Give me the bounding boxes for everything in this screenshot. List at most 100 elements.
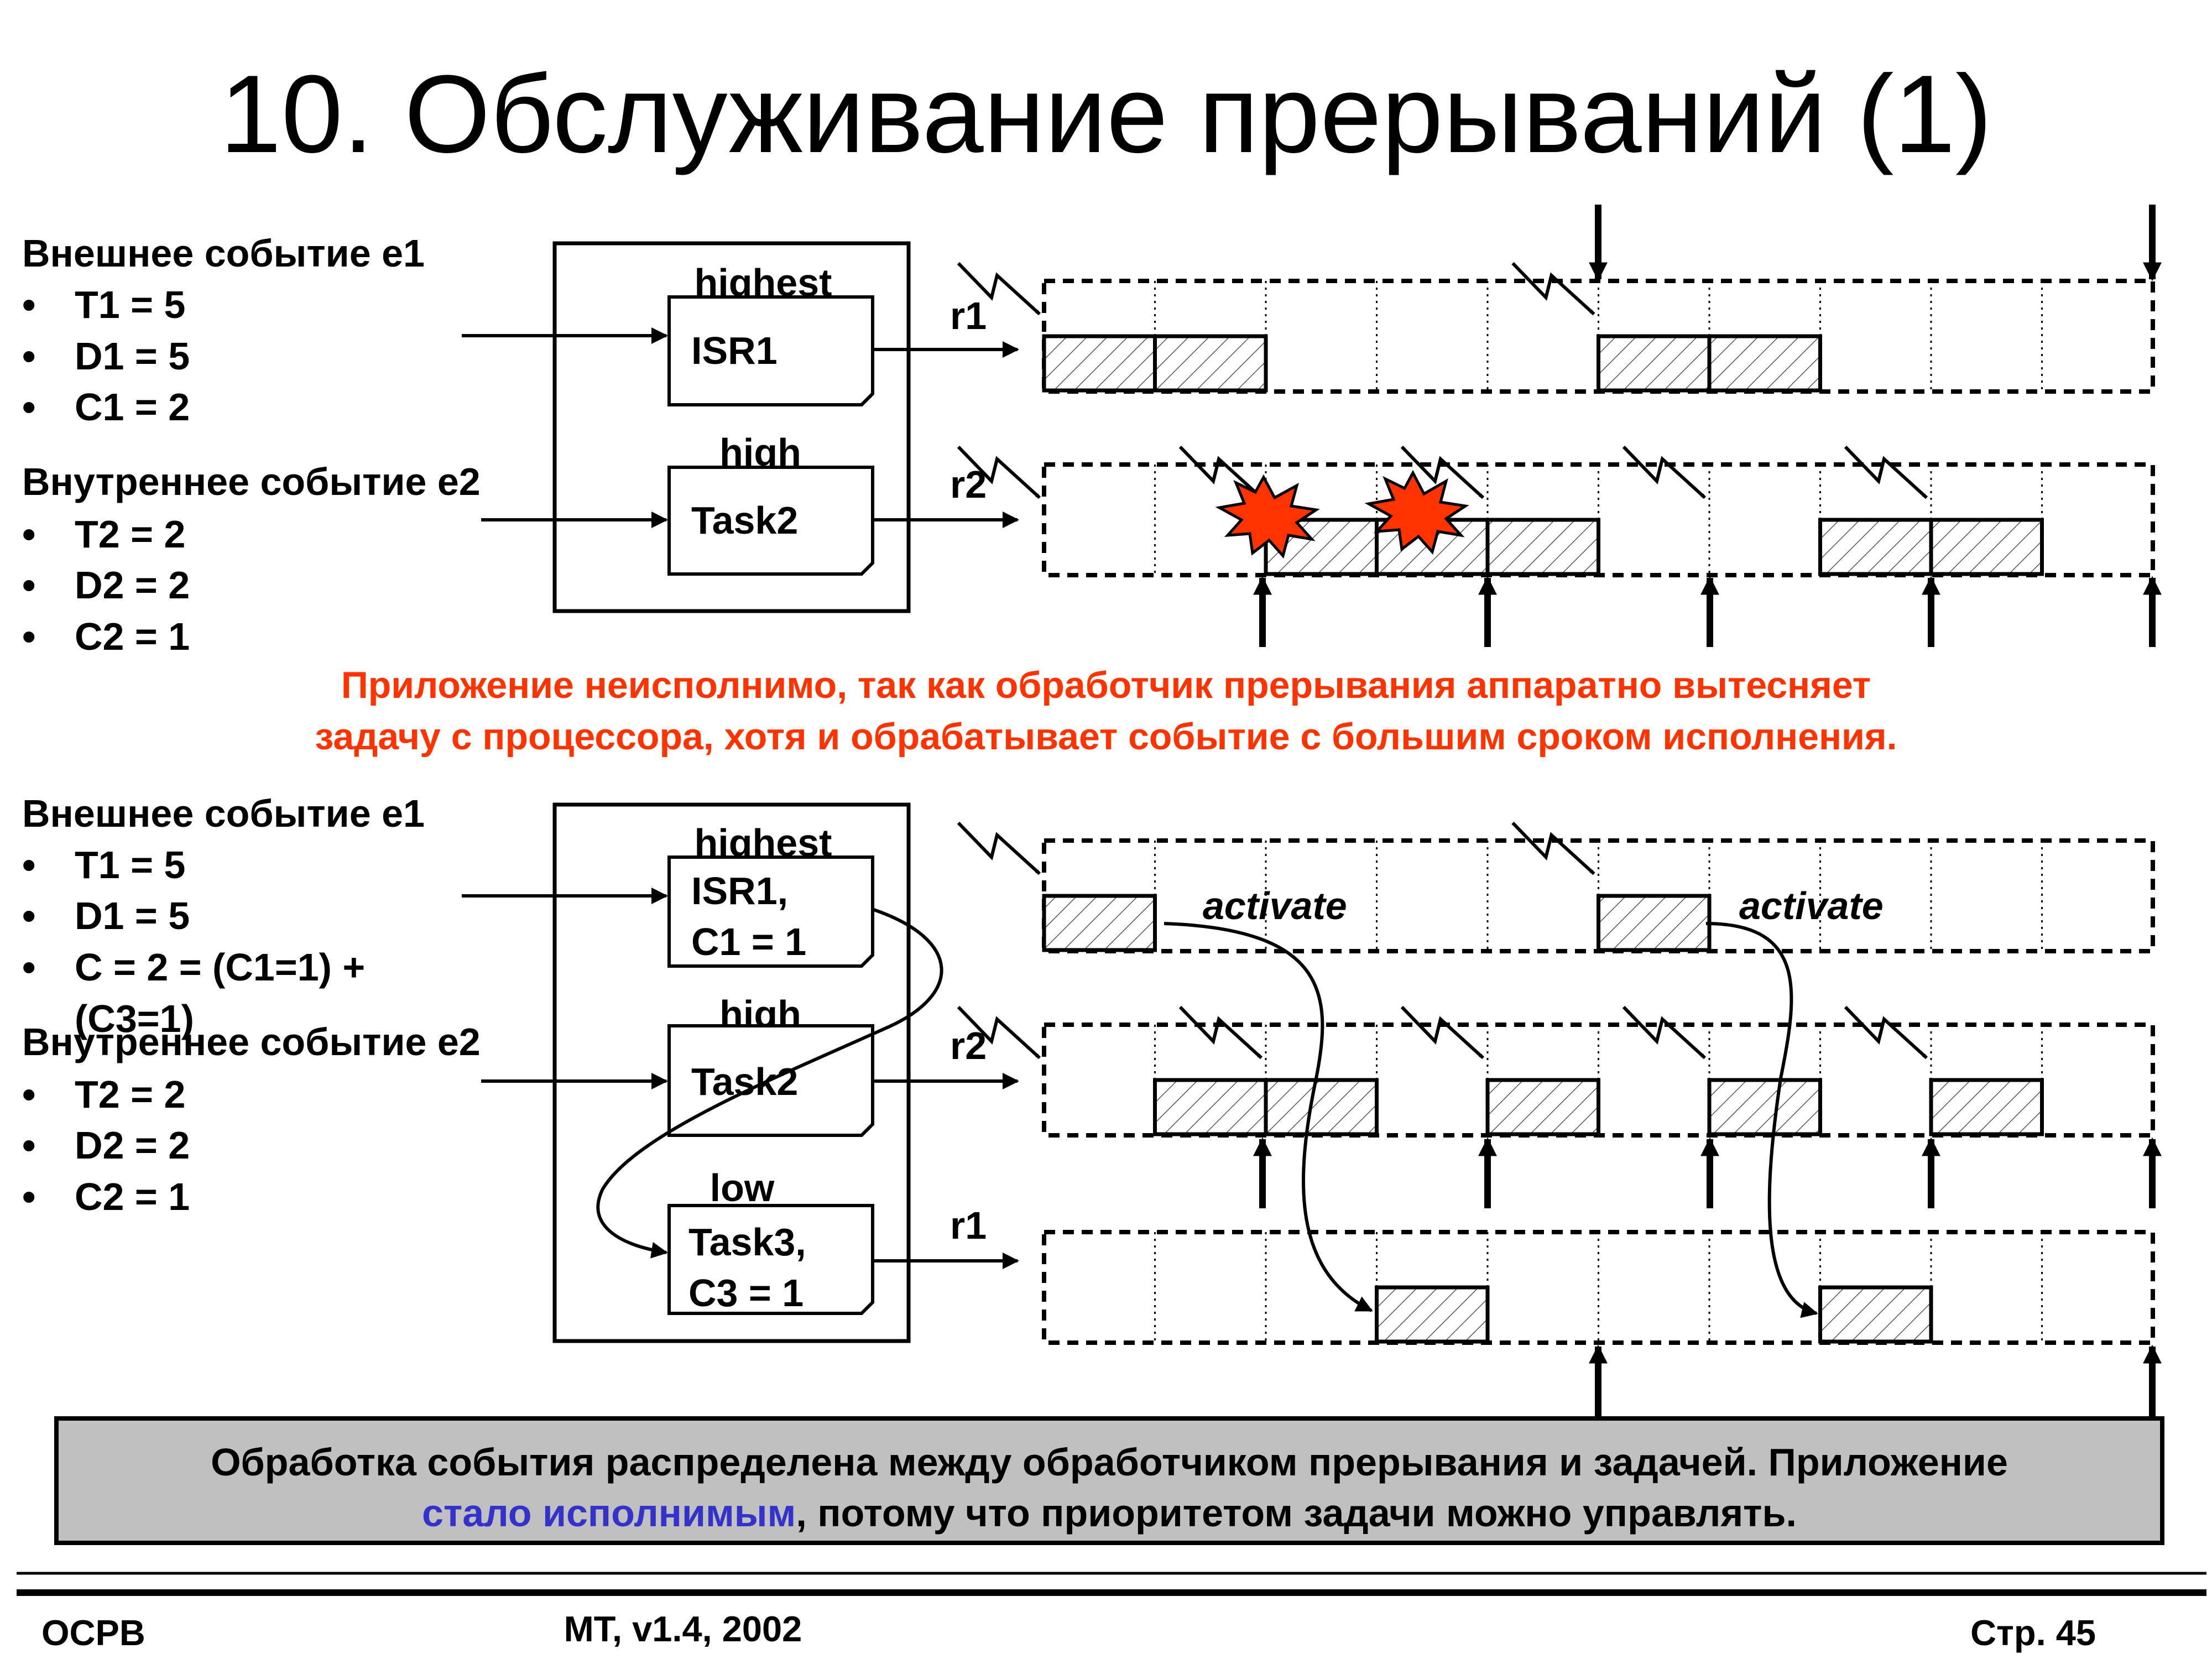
collision-burst-icon [1215, 474, 1320, 559]
interrupt-signal-icon [957, 445, 1041, 499]
bullet-icon: • [22, 946, 36, 989]
bottom-e1-heading: Внешнее событие e1 [22, 792, 425, 835]
interrupt-signal-icon [1511, 821, 1595, 875]
bottom-isr-timeline [957, 821, 2155, 953]
busy-slot [1707, 1078, 1822, 1136]
top-e1-bullet: T1 = 5 [75, 283, 185, 326]
busy-slot [1153, 334, 1268, 393]
top-e1-bullet: C1 = 2 [75, 385, 190, 429]
bullet-icon: • [22, 1124, 36, 1167]
bottom-e1-params: Внешнее событие e1 • T1 = 5 • D1 = 5 • C… [22, 792, 425, 1040]
interrupt-signal-icon [1178, 445, 1263, 499]
busy-slot [1042, 894, 1157, 952]
busy-slot [1264, 1078, 1379, 1136]
bottom-system-box [552, 802, 911, 1343]
top-note-line2: задачу с процессора, хотя и обрабатывает… [315, 716, 1897, 758]
bottom-e2-bullet: D2 = 2 [75, 1124, 190, 1167]
top-e2-bullet: D2 = 2 [75, 564, 190, 607]
activate-curve-arrow-2 [1705, 922, 1818, 1318]
conclusion-line2: стало исполнимым, потому что приоритетом… [422, 1491, 1797, 1535]
interrupt-signal-icon [1844, 445, 1928, 499]
top-e1-bullet: D1 = 5 [75, 335, 190, 378]
busy-slot [1929, 518, 2044, 576]
top-r2-timeline [957, 445, 2155, 577]
conclusion-box [54, 1416, 2164, 1545]
bottom-e2-params: Внутреннее событие e2 • T2 = 2 • D2 = 2 … [22, 1020, 481, 1218]
busy-slot [1485, 1078, 1600, 1136]
bullet-icon: • [22, 843, 36, 886]
top-e2-bullet: T2 = 2 [75, 513, 185, 556]
bottom-e1-bullet: D1 = 5 [75, 894, 190, 937]
busy-slot [1042, 334, 1157, 393]
bottom-task3-line1: Task3, [688, 1220, 806, 1264]
busy-slot [1597, 334, 1712, 393]
bullet-icon: • [22, 385, 36, 429]
isr-to-task3-curve-arrow [596, 908, 943, 1259]
bullet-icon: • [22, 1175, 36, 1218]
bottom-priority-low: low [710, 1166, 775, 1209]
bullet-icon: • [22, 335, 36, 378]
interrupt-signal-icon [1622, 1005, 1707, 1060]
top-res-r1: r1 [950, 294, 987, 337]
interrupt-signal-icon [1622, 445, 1707, 499]
timeline-frame [1042, 1230, 2155, 1345]
interrupt-signal-icon [1400, 445, 1485, 499]
interrupt-signal-icon [957, 262, 1041, 316]
top-task2-box [667, 466, 874, 576]
activate-curve-arrow-1 [1164, 922, 1373, 1312]
bottom-e2-bullet: C2 = 1 [75, 1175, 190, 1218]
bullet-icon: • [22, 615, 36, 658]
top-isr1-label: ISR1 [691, 329, 778, 372]
bullet-icon: • [22, 564, 36, 607]
bottom-e2-bullet: T2 = 2 [75, 1073, 185, 1116]
top-r1-timeline [957, 262, 2155, 394]
top-e2-bullet: C2 = 1 [75, 615, 190, 658]
conclusion-rest: , потому что приоритетом задачи можно уп… [796, 1491, 1797, 1535]
bottom-isr1-line1: ISR1, [691, 869, 788, 912]
bottom-e1-bullet: C = 2 = (C1=1) + [75, 946, 365, 989]
bottom-res-r2: r2 [950, 1024, 987, 1067]
top-task2-label: Task2 [691, 499, 798, 542]
conclusion-line1: Обработка события распределена между обр… [211, 1441, 2008, 1484]
bullet-icon: • [22, 894, 36, 937]
busy-slot [1153, 1078, 1268, 1136]
activate-label-2: activate [1739, 884, 1884, 927]
busy-slot [1929, 1078, 2044, 1136]
bottom-e1-bullet: (C3=1) [75, 997, 194, 1040]
busy-slot [1597, 894, 1712, 952]
footer-right: Стр. 45 [1970, 1613, 2096, 1653]
interrupt-signal-icon [1400, 1005, 1485, 1060]
busy-slot [1707, 334, 1822, 393]
busy-slot [1375, 1285, 1490, 1344]
footer-left: ОСРВ [41, 1613, 145, 1653]
top-note-line1: Приложение неисполнимо, так как обработч… [341, 664, 1871, 706]
top-r2-deadline-arrows [1253, 576, 2162, 647]
footer-center: МТ, v1.4, 2002 [564, 1609, 802, 1649]
bottom-task3-box [667, 1204, 874, 1315]
interrupt-signal-icon [1844, 1005, 1928, 1060]
bottom-isr1-box [667, 855, 874, 968]
interrupt-signal-icon [957, 821, 1041, 875]
bottom-isr1-line2: C1 = 1 [691, 920, 806, 963]
busy-slot [1485, 518, 1600, 576]
top-e2-params: Внутреннее событие e2 • T2 = 2 • D2 = 2 … [22, 460, 481, 658]
conclusion-highlight: стало исполнимым [422, 1491, 796, 1535]
bottom-task2-label: Task2 [691, 1060, 798, 1103]
interrupt-signal-icon [957, 1005, 1041, 1060]
top-system-box [552, 241, 911, 613]
bullet-icon: • [22, 1073, 36, 1116]
bottom-r2-deadline-arrows [1253, 1137, 2162, 1208]
bullet-icon: • [22, 283, 36, 326]
page-title: 10. Обслуживание прерываний (1) [220, 53, 1992, 176]
bullet-icon: • [22, 513, 36, 556]
bottom-e2-heading: Внутреннее событие e2 [22, 1020, 481, 1063]
bottom-task3-line2: C3 = 1 [688, 1271, 804, 1314]
collision-burst-icon [1364, 469, 1469, 555]
interrupt-signal-icon [1511, 262, 1595, 316]
top-e2-heading: Внутреннее событие e2 [22, 460, 481, 503]
bottom-res-r1: r1 [950, 1204, 987, 1247]
top-e1-heading: Внешнее событие e1 [22, 232, 425, 275]
interrupt-signal-icon [1178, 1005, 1263, 1060]
activate-label-1: activate [1203, 884, 1347, 927]
